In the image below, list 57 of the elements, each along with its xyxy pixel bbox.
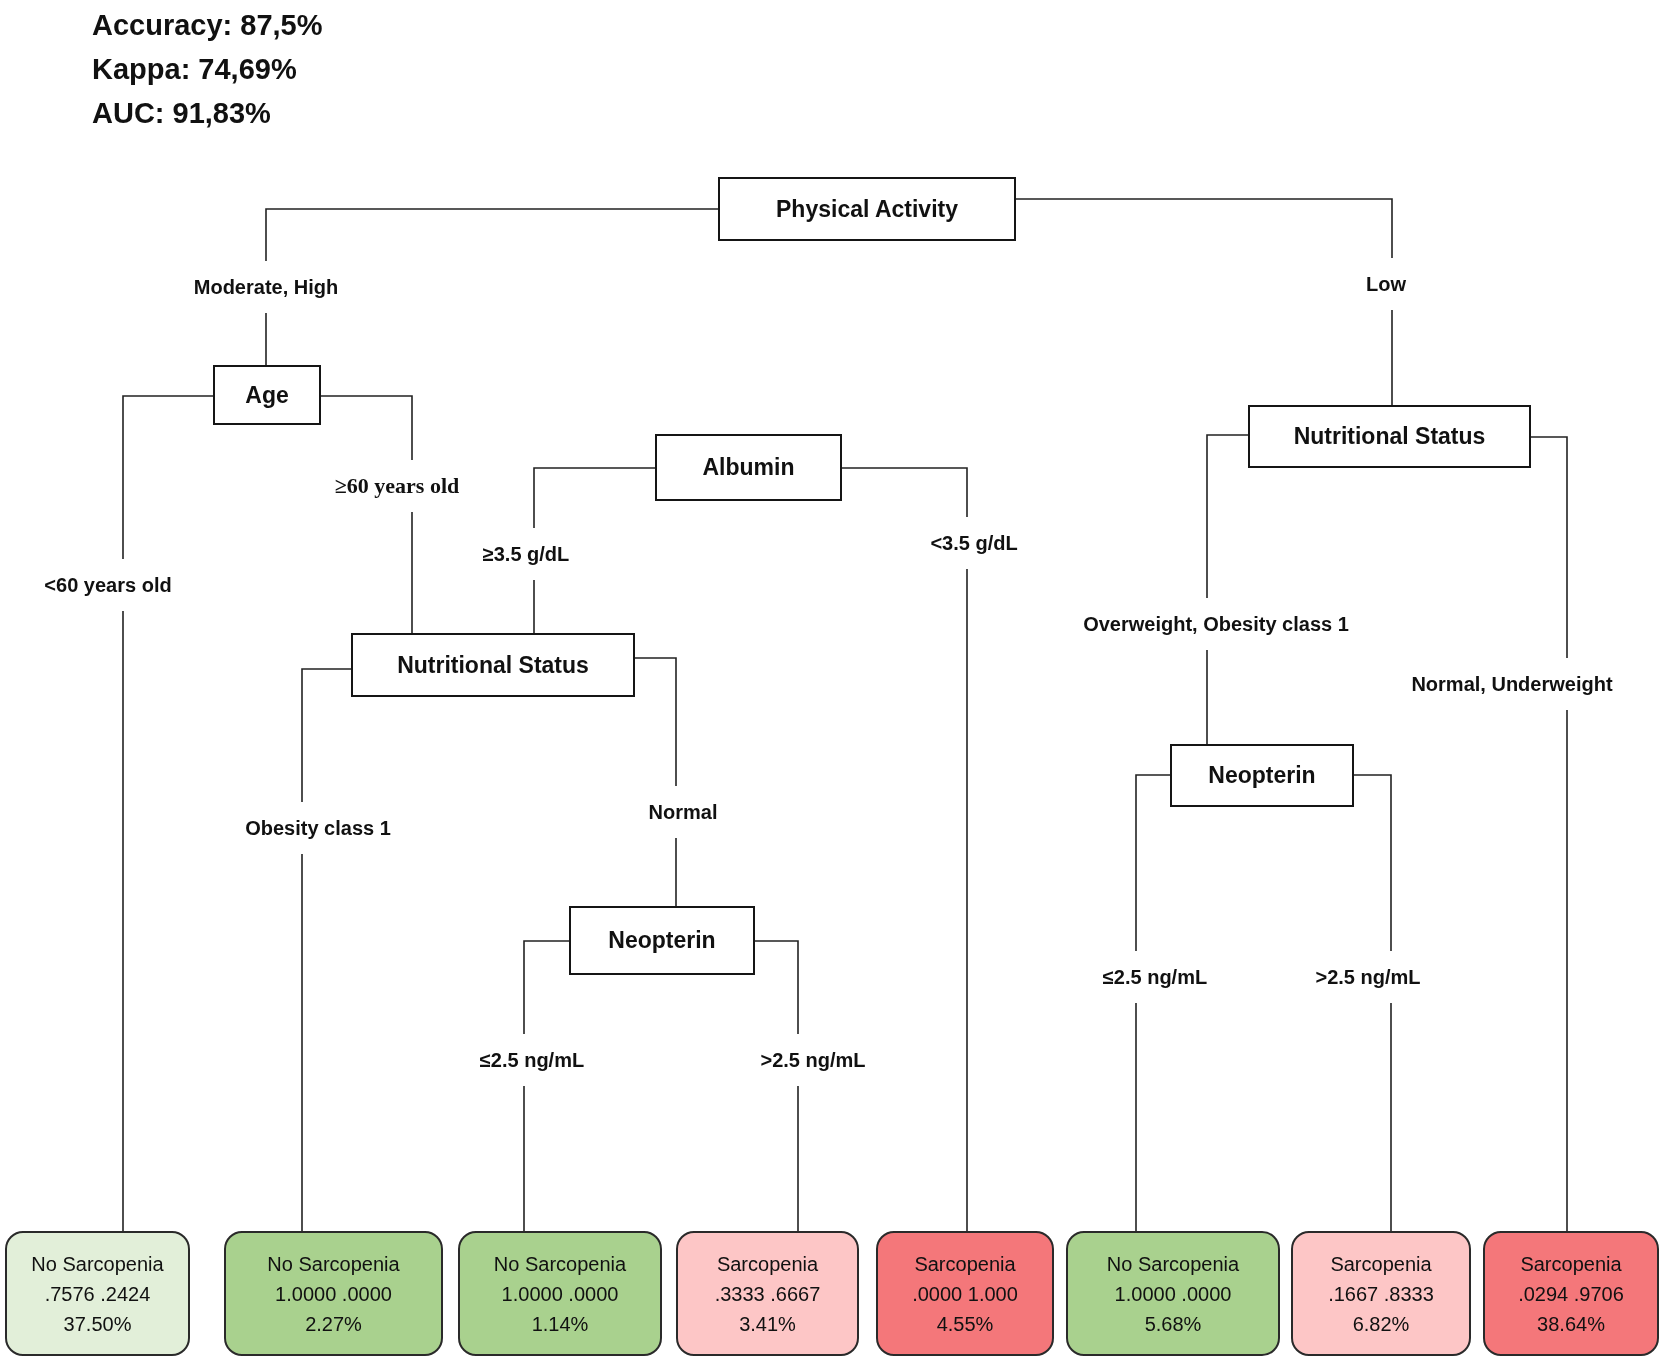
node-label: Albumin [702, 454, 795, 481]
connector-line [1015, 198, 1393, 406]
class-label: No Sarcopenia [493, 1251, 627, 1277]
leaf-box [458, 1231, 662, 1356]
leaf-box [5, 1231, 190, 1356]
connector-line [1135, 774, 1171, 1232]
probability-values: .1667 .8333 [1328, 1281, 1434, 1307]
leaf-box [676, 1231, 859, 1356]
metric-label: Kappa: 74,69% [92, 52, 297, 86]
class-label: Sarcopenia [1330, 1251, 1432, 1277]
leaf-box [1066, 1231, 1280, 1356]
split-node-box [718, 177, 1016, 241]
connector-line [1353, 774, 1392, 1232]
class-label: Sarcopenia [716, 1251, 819, 1277]
split-node-box [351, 633, 635, 697]
percentage-label: 38.64% [1537, 1311, 1605, 1337]
connector-line [122, 395, 214, 1232]
metric-label: Accuracy: 87,5% [92, 8, 323, 42]
connector-line [265, 208, 719, 366]
percentage-label: 1.14% [531, 1311, 589, 1337]
percentage-label: 6.82% [1352, 1311, 1410, 1337]
split-node-box [1170, 744, 1354, 807]
probability-values: 1.0000 .0000 [275, 1281, 392, 1307]
probability-values: .0000 1.000 [912, 1281, 1018, 1307]
percentage-label: 2.27% [305, 1311, 362, 1337]
node-label: Physical Activity [776, 195, 958, 223]
percentage-label: 3.41% [739, 1311, 796, 1337]
node-label: Neopterin [1208, 762, 1316, 789]
percentage-label: 4.55% [936, 1311, 994, 1337]
leaf-box [1483, 1231, 1659, 1356]
leaf-box [1291, 1231, 1471, 1356]
probability-values: .3333 .6667 [714, 1281, 821, 1307]
leaf-box [224, 1231, 443, 1356]
node-label: Neopterin [608, 927, 716, 954]
metric-label: AUC: 91,83% [92, 96, 271, 130]
node-label: Nutritional Status [1293, 423, 1486, 450]
leaf-box [876, 1231, 1054, 1356]
split-node-box [213, 365, 321, 425]
class-label: No Sarcopenia [31, 1251, 164, 1277]
node-label: Age [245, 381, 289, 409]
class-label: No Sarcopenia [1106, 1251, 1240, 1277]
class-label: Sarcopenia [1520, 1251, 1622, 1277]
connector-line [841, 467, 968, 1232]
split-node-box [1248, 405, 1531, 468]
probability-values: .0294 .9706 [1518, 1281, 1624, 1307]
probability-values: 1.0000 .0000 [501, 1281, 619, 1307]
connector-line [1530, 436, 1568, 1232]
probability-values: 1.0000 .0000 [1114, 1281, 1232, 1307]
class-label: Sarcopenia [914, 1251, 1016, 1277]
probability-values: .7576 .2424 [44, 1281, 151, 1307]
node-label: Nutritional Status [397, 651, 589, 679]
percentage-label: 5.68% [1144, 1311, 1202, 1337]
percentage-label: 37.50% [63, 1311, 132, 1337]
class-label: No Sarcopenia [267, 1251, 400, 1277]
split-node-box [655, 434, 842, 501]
connector-line [301, 668, 352, 1232]
split-node-box [569, 906, 755, 975]
